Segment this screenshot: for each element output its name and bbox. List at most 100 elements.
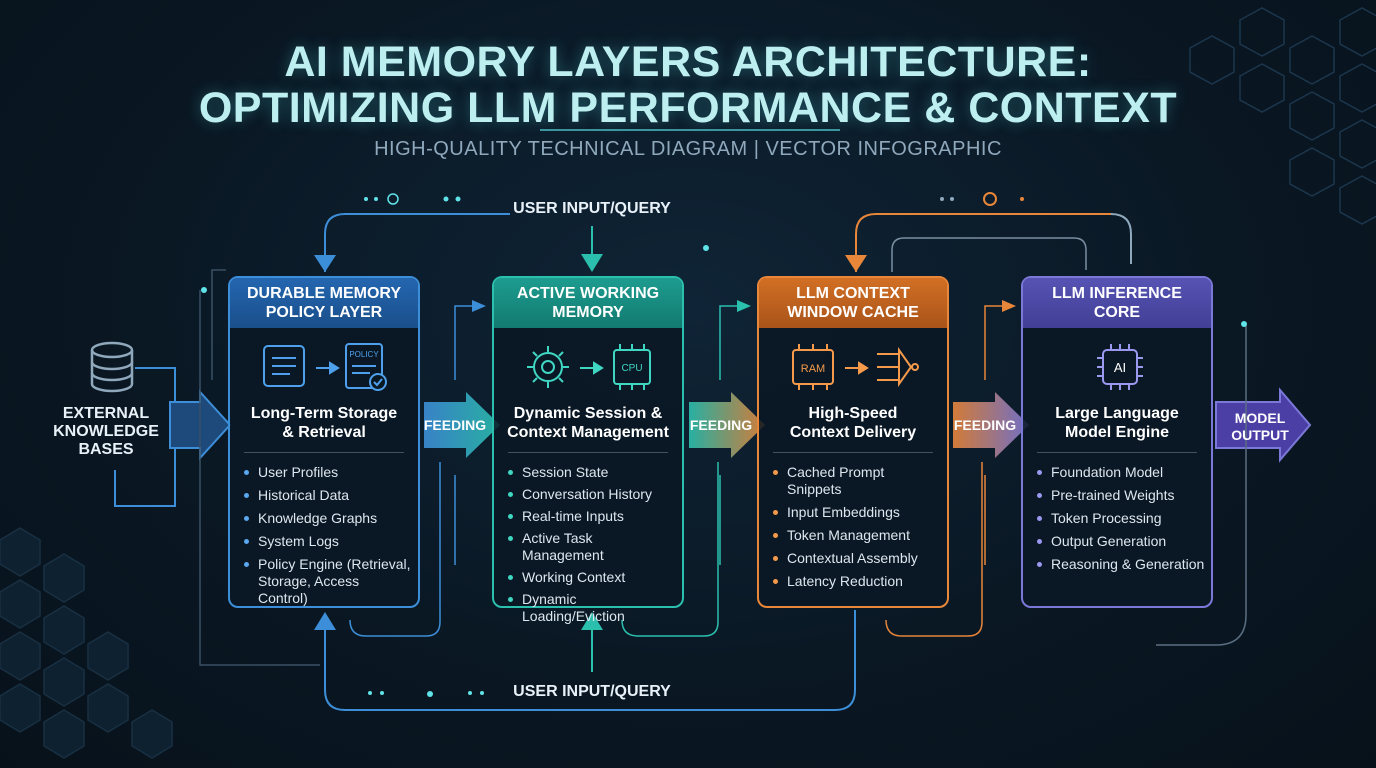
header-line: CORE xyxy=(1093,304,1141,321)
mini-arrowhead-1 xyxy=(472,300,486,312)
mini-arrowhead-3 xyxy=(1002,300,1016,312)
output-arrow xyxy=(1215,387,1312,463)
divider xyxy=(244,452,404,453)
hexagon-pattern-bottom-left xyxy=(0,527,173,759)
ram-icon-text: RAM xyxy=(801,363,825,375)
list-item: Token Processing xyxy=(1037,510,1205,527)
item-list: Cached Prompt Snippets Input Embeddings … xyxy=(773,464,941,596)
divider xyxy=(773,452,933,453)
top-loop-orange xyxy=(855,213,1111,272)
ram-icon: RAM xyxy=(792,344,834,390)
subtitle-line: & Retrieval xyxy=(282,424,366,441)
cpu-icon: CPU xyxy=(613,344,651,390)
arrow-right-icon xyxy=(845,361,869,375)
database-icon xyxy=(90,341,134,393)
card-header: LLM CONTEXT WINDOW CACHE xyxy=(759,278,947,328)
list-item: Historical Data xyxy=(244,487,412,504)
subtitle-line: Model Engine xyxy=(1065,424,1169,441)
side-line-left-2 xyxy=(211,269,226,380)
side-line-left xyxy=(199,290,320,666)
arrowhead-blue-top xyxy=(314,255,336,272)
card-header: DURABLE MEMORY POLICY LAYER xyxy=(230,278,418,328)
top-loop-blue xyxy=(324,213,510,272)
list-item: Latency Reduction xyxy=(773,573,941,590)
list-item: Reasoning & Generation xyxy=(1037,556,1205,573)
feeding-label-2: FEEDING xyxy=(689,417,753,433)
subtitle: HIGH-QUALITY TECHNICAL DIAGRAM | VECTOR … xyxy=(374,138,1002,160)
glow-nodes xyxy=(201,192,1247,697)
cpu-icon-text: CPU xyxy=(621,363,642,374)
subtitle-line: Long-Term Storage xyxy=(250,405,398,422)
user-input-bottom-label: USER INPUT/QUERY xyxy=(513,683,671,700)
list-item: Conversation History xyxy=(508,486,676,503)
output-label-line: MODEL xyxy=(1234,410,1286,426)
card-header: LLM INFERENCE CORE xyxy=(1023,278,1211,328)
header-line: POLICY LAYER xyxy=(265,304,383,321)
document-icon xyxy=(263,345,305,387)
hexagon-pattern-top-right xyxy=(1189,7,1376,225)
list-item: Output Generation xyxy=(1037,533,1205,550)
top-loop-inner xyxy=(891,237,1087,272)
list-item: System Logs xyxy=(244,533,412,550)
header-line: DURABLE MEMORY xyxy=(246,285,402,302)
header-line: WINDOW CACHE xyxy=(787,304,919,321)
list-item: User Profiles xyxy=(244,464,412,481)
divider xyxy=(1037,452,1197,453)
ai-icon-text: AI xyxy=(1114,360,1126,375)
card-icons: RAM xyxy=(759,342,947,392)
list-item: Dynamic Loading/Eviction xyxy=(508,591,676,625)
header-line: LLM INFERENCE xyxy=(1052,285,1182,302)
output-label-line: OUTPUT xyxy=(1231,427,1289,443)
feeding-arrow-3 xyxy=(953,392,1029,458)
list-item: Real-time Inputs xyxy=(508,508,676,525)
card-icons: AI xyxy=(1023,342,1211,392)
arrowhead-blue-bottom xyxy=(314,612,336,630)
list-item: Token Management xyxy=(773,527,941,544)
user-input-top-label: USER INPUT/QUERY xyxy=(513,200,671,217)
list-item: Contextual Assembly xyxy=(773,550,941,567)
divider xyxy=(508,452,668,453)
subtitle-line: Large Language xyxy=(1055,405,1179,422)
item-list: Session State Conversation History Real-… xyxy=(508,464,676,630)
title-line-1: AI MEMORY LAYERS ARCHITECTURE: xyxy=(284,38,1092,86)
db-connector-bottom xyxy=(114,446,176,507)
list-item: Pre-trained Weights xyxy=(1037,487,1205,504)
arrowhead-teal-top xyxy=(581,254,603,272)
card-subtitle: Dynamic Session &Context Management xyxy=(494,404,682,442)
feedback-loop-3 xyxy=(885,462,983,637)
list-item: Working Context xyxy=(508,569,676,586)
side-line-right xyxy=(1156,325,1247,646)
policy-icon-text: POLICY xyxy=(349,350,379,359)
header-line: LLM CONTEXT xyxy=(796,285,910,302)
feedback-loop-2 xyxy=(621,462,719,637)
item-list: Foundation Model Pre-trained Weights Tok… xyxy=(1037,464,1205,579)
external-knowledge-label: EXTERNAL KNOWLEDGE BASES xyxy=(46,405,166,459)
bottom-loop xyxy=(324,610,856,711)
subtitle-line: Dynamic Session & xyxy=(513,405,663,422)
gear-icon xyxy=(527,346,569,388)
mini-arrowhead-2 xyxy=(737,300,751,312)
arrow-right-icon xyxy=(316,361,340,375)
title-line-2: OPTIMIZING LLM PERFORMANCE & CONTEXT xyxy=(198,84,1178,132)
list-item: Foundation Model xyxy=(1037,464,1205,481)
external-label-line: BASES xyxy=(78,441,134,458)
policy-document-icon: POLICY xyxy=(345,343,387,391)
feeding-label-1: FEEDING xyxy=(423,417,487,433)
top-loop-right xyxy=(1110,213,1132,264)
arrowhead-teal-bottom xyxy=(581,612,603,630)
ai-chip-icon: AI xyxy=(1097,344,1143,390)
external-label-line: EXTERNAL xyxy=(62,405,150,422)
card-subtitle: Long-Term Storage & Retrieval xyxy=(230,404,418,442)
header-line: MEMORY xyxy=(552,304,624,321)
card-icons: POLICY xyxy=(230,342,418,392)
card-durable-memory: DURABLE MEMORY POLICY LAYER POLICY Long-T… xyxy=(228,276,420,608)
item-list: User Profiles Historical Data Knowledge … xyxy=(244,464,412,613)
list-item: Active Task Management xyxy=(508,530,676,564)
delivery-icon xyxy=(877,346,919,388)
